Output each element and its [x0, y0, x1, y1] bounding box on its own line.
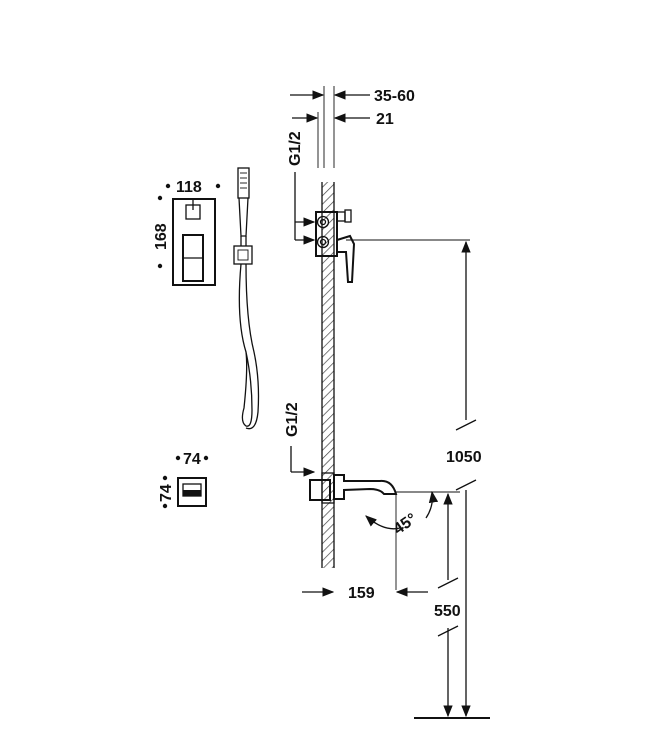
dim-height-mixer-label: 1050 [446, 449, 482, 466]
front-plate [172, 198, 216, 286]
dim-spout-length-label: 159 [348, 585, 375, 602]
small-plate [177, 477, 207, 507]
angle-indicator: 45° [365, 490, 439, 590]
wall-section [317, 86, 335, 568]
dim-box-depth-label: 21 [376, 111, 394, 128]
dim-small-plate-width: 74 [175, 451, 209, 468]
dim-wall-offset: 35-60 [290, 88, 415, 105]
dim-height-spout: 550 [434, 492, 461, 718]
dim-plate-width-label: 118 [176, 179, 202, 196]
dim-plate-height: 168 [153, 195, 170, 269]
mixer-box [315, 209, 470, 283]
dim-height-mixer: 1050 [446, 240, 482, 718]
dim-plate-height-label: 168 [153, 223, 170, 250]
dim-plate-width: 118 [165, 179, 221, 196]
thread-top-label: G1/2 [287, 131, 304, 166]
wall-hatch [322, 182, 334, 568]
dim-spout-length: 159 [302, 585, 428, 602]
angle-label: 45° [391, 510, 421, 538]
dim-small-plate-height-label: 74 [158, 484, 175, 502]
thread-bottom-leader [290, 446, 316, 477]
spout-assembly [309, 472, 460, 504]
dim-wall-offset-label: 35-60 [374, 88, 415, 105]
dim-height-spout-label: 550 [434, 603, 461, 620]
dim-small-plate-height: 74 [158, 475, 175, 509]
dim-small-plate-width-label: 74 [183, 451, 201, 468]
thread-bottom-label: G1/2 [284, 402, 301, 437]
hand-shower [233, 167, 260, 430]
thread-top-leaders [294, 172, 316, 245]
dim-box-depth: 21 [292, 111, 394, 128]
